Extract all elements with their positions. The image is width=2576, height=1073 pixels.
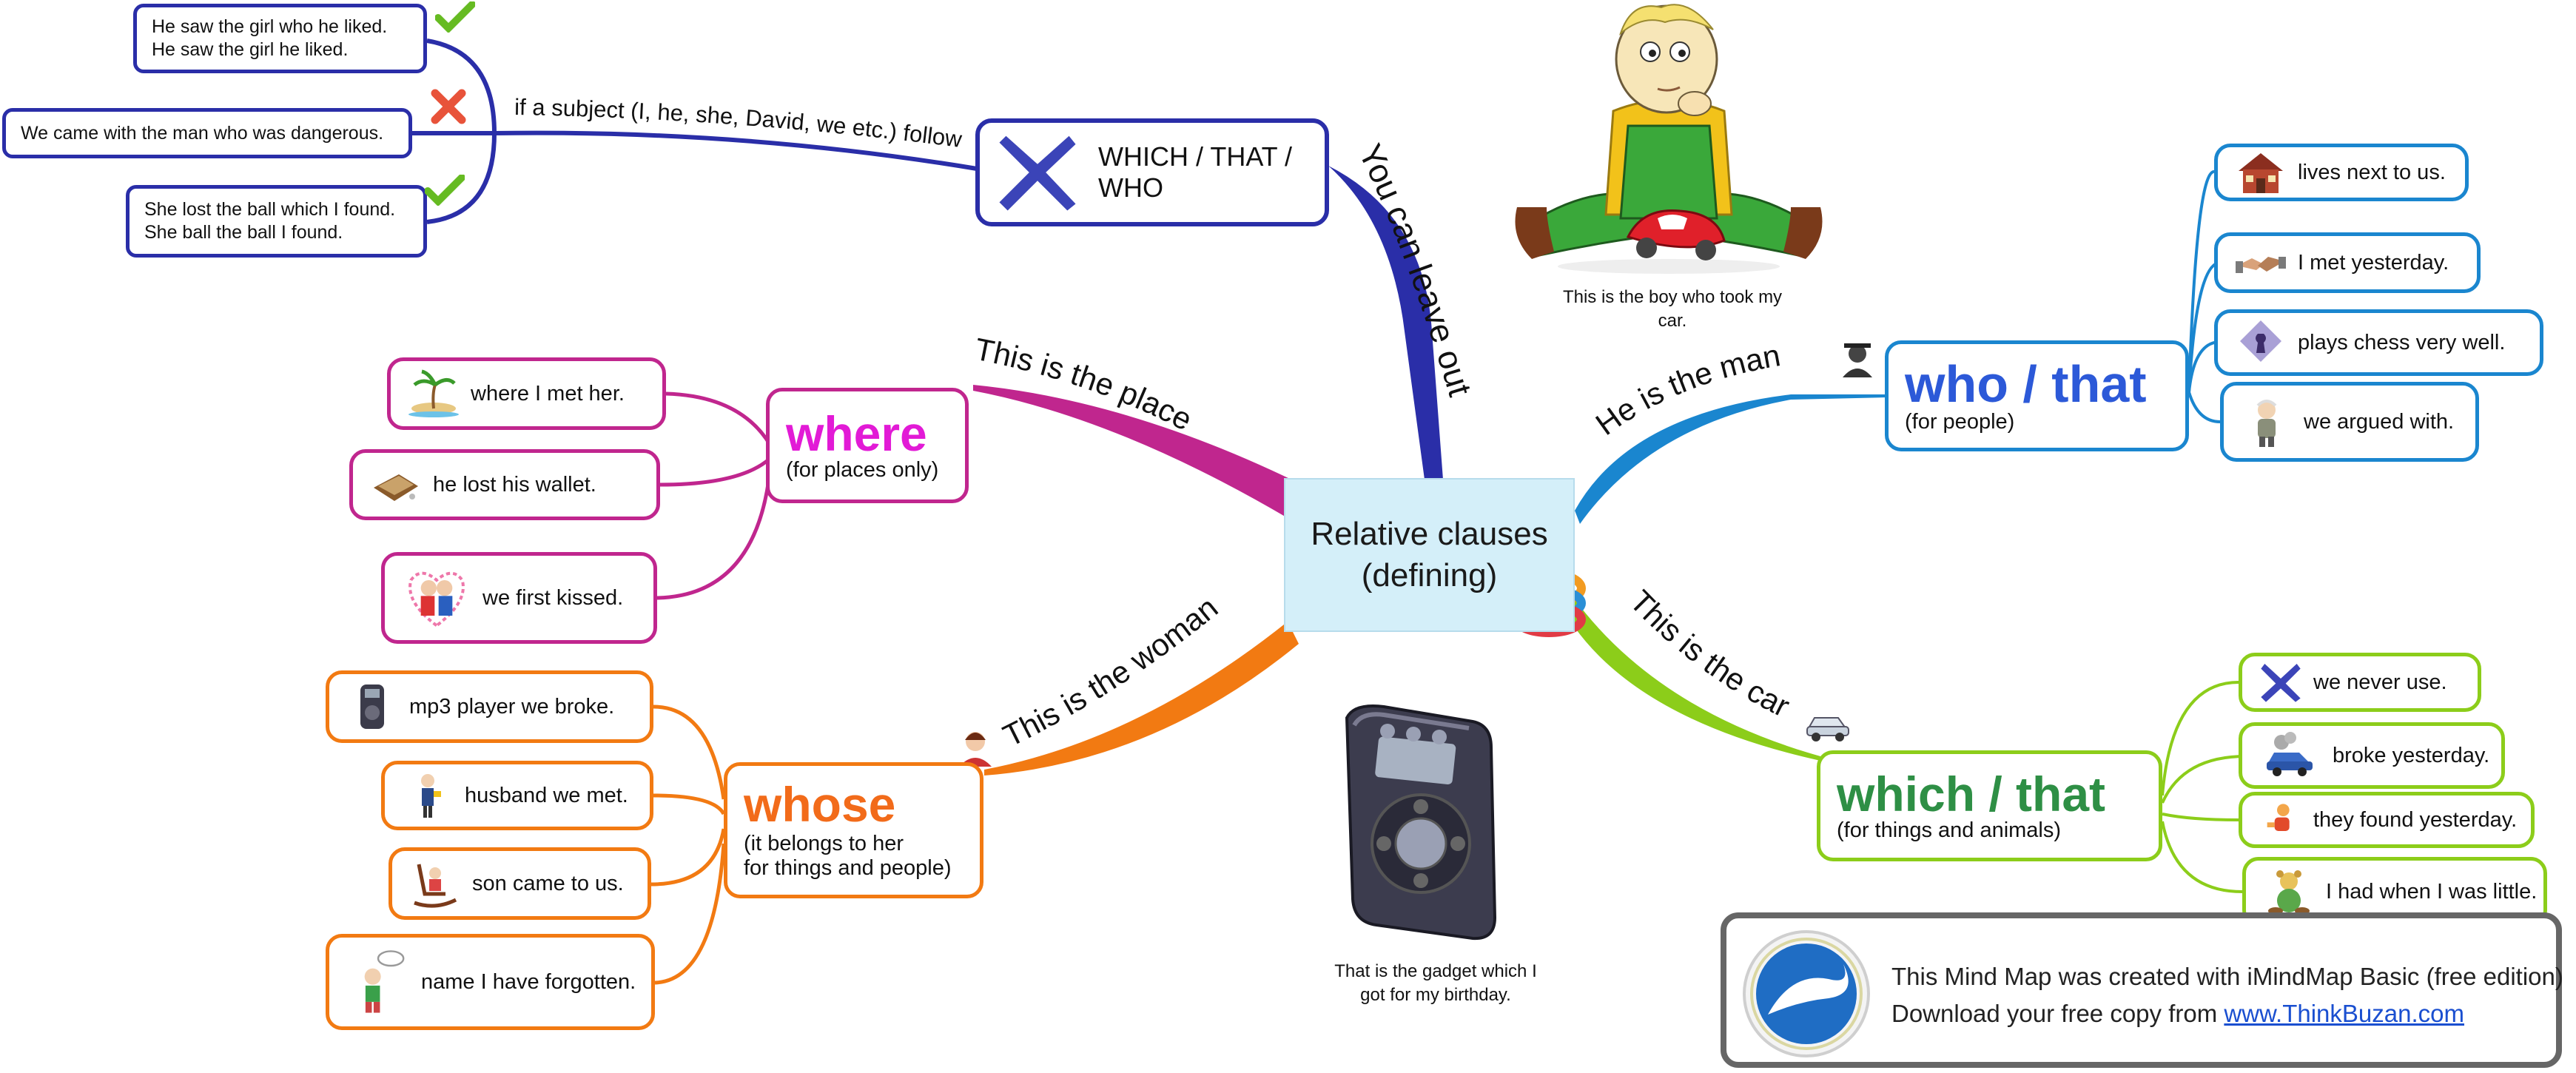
- whose-item-4[interactable]: name I have forgotten.: [326, 934, 655, 1030]
- who-item-4[interactable]: we argued with.: [2220, 382, 2479, 462]
- hub-where-title: where: [786, 406, 927, 461]
- which-item-4-text: I had when I was little.: [2326, 879, 2538, 904]
- hub-who-that[interactable]: who / that (for people): [1885, 340, 2189, 451]
- toy-icon: [2267, 804, 2290, 831]
- example-text-2: We came with the man who was dangerous.: [21, 122, 384, 144]
- example-box-1[interactable]: He saw the girl who he liked. He saw the…: [133, 4, 427, 73]
- hub-which-that-who-title: WHICH / THAT / WHO: [1098, 141, 1293, 203]
- handshake-icon: [2236, 257, 2286, 273]
- hub-whose[interactable]: whose (it belongs to her for things and …: [724, 762, 983, 898]
- whose-item-2-text: husband we met.: [465, 783, 628, 807]
- branch-omission-sub: [494, 130, 978, 171]
- cross-icon: [999, 135, 1076, 211]
- whose-item-1[interactable]: mp3 player we broke.: [326, 670, 653, 743]
- whose-item-1-text: mp3 player we broke.: [409, 694, 615, 719]
- boy-caption: This is the boy who took my car.: [1562, 287, 1783, 331]
- kissing-couple-icon: [408, 571, 465, 628]
- rocking-chair-icon: [414, 864, 457, 908]
- connector-omission-ex1: [426, 38, 497, 134]
- woman-icon: [959, 732, 992, 767]
- branch-label-car: This is the car: [1624, 584, 1795, 724]
- who-item-1[interactable]: lives next to us.: [2214, 144, 2469, 201]
- hub-where-subtitle: (for places only): [786, 457, 939, 482]
- wallet-icon: [374, 474, 418, 501]
- broken-car-icon: [2267, 732, 2313, 776]
- whose-item-3-text: son came to us.: [472, 871, 624, 895]
- which-item-1-text: we never use.: [2313, 670, 2447, 694]
- imindmap-promo-box: This Mind Map was created with iMindMap …: [1721, 912, 2563, 1068]
- where-item-1[interactable]: where I met her.: [387, 357, 666, 430]
- example-text-1: He saw the girl who he liked. He saw the…: [152, 16, 388, 60]
- cross-icon: [2261, 664, 2301, 702]
- hub-who-that-title: who / that: [1905, 354, 2147, 413]
- who-item-3-text: plays chess very well.: [2298, 330, 2506, 354]
- whose-item-2[interactable]: husband we met.: [381, 761, 653, 830]
- branch-where: [973, 385, 1291, 518]
- branch-who-that: [1575, 394, 1887, 524]
- whose-item-3[interactable]: son came to us.: [389, 847, 651, 920]
- old-man-icon: [2256, 400, 2277, 447]
- where-connectors: [656, 391, 772, 600]
- who-item-1-text: lives next to us.: [2298, 160, 2446, 184]
- check-icon: [435, 1, 475, 33]
- who-that-connectors: [2187, 170, 2221, 423]
- branch-label-woman: This is the woman: [998, 590, 1224, 753]
- central-topic[interactable]: Relative clauses (defining): [1284, 478, 1575, 632]
- promo-line-2: Download your free copy from www.ThinkBu…: [1891, 1000, 2464, 1028]
- example-box-2[interactable]: We came with the man who was dangerous.: [2, 108, 412, 158]
- gadget-caption: That is the gadget which I got for my bi…: [1334, 961, 1537, 1005]
- who-item-2-text: I met yesterday.: [2298, 250, 2449, 275]
- where-item-1-text: where I met her.: [471, 381, 625, 406]
- mp3-player-icon: [360, 684, 384, 729]
- promo-line-2-prefix: Download your free copy from: [1891, 1000, 2224, 1027]
- whose-connectors: [650, 704, 726, 985]
- where-item-3-text: we first kissed.: [482, 585, 624, 610]
- who-item-3[interactable]: plays chess very well.: [2214, 309, 2543, 376]
- where-item-3[interactable]: we first kissed.: [381, 552, 657, 644]
- boy-with-toy-car-illustration: [1515, 4, 1823, 274]
- who-item-2[interactable]: I met yesterday.: [2214, 232, 2481, 293]
- mp3-gadget-illustration: [1345, 704, 1497, 941]
- thinkbuzan-link[interactable]: www.ThinkBuzan.com: [2224, 1000, 2464, 1027]
- hub-whose-title: whose: [744, 777, 896, 832]
- example-box-3[interactable]: She lost the ball which I found. She bal…: [126, 185, 427, 258]
- where-item-2[interactable]: he lost his wallet.: [349, 449, 660, 520]
- hub-which-that[interactable]: which / that (for things and animals): [1817, 750, 2162, 861]
- cross-icon: [431, 89, 466, 124]
- where-item-2-text: he lost his wallet.: [433, 472, 596, 497]
- example-text-3: She lost the ball which I found. She bal…: [144, 199, 396, 243]
- hub-who-that-subtitle: (for people): [1905, 409, 2015, 434]
- car-icon: [1806, 717, 1849, 741]
- check-icon: [425, 175, 465, 206]
- man-icon: [1843, 343, 1872, 377]
- branch-omission: [1328, 166, 1443, 480]
- island-icon: [408, 369, 459, 417]
- which-item-2[interactable]: broke yesterday.: [2239, 722, 2505, 789]
- which-item-3[interactable]: they found yesterday.: [2239, 792, 2535, 848]
- which-item-2-text: broke yesterday.: [2333, 743, 2490, 767]
- hub-which-that-subtitle: (for things and animals): [1837, 818, 2062, 842]
- imindmap-logo-icon: [1743, 930, 1870, 1057]
- connector-omission-ex3: [426, 132, 497, 224]
- which-that-connectors: [2161, 681, 2247, 893]
- hub-whose-subtitle: (it belongs to her for things and people…: [744, 832, 952, 880]
- husband-icon: [421, 774, 441, 818]
- teddy-icon: [2268, 870, 2310, 915]
- which-item-1[interactable]: we never use.: [2239, 653, 2481, 712]
- hub-which-that-who[interactable]: WHICH / THAT / WHO: [975, 118, 1329, 226]
- house-icon: [2239, 153, 2283, 193]
- hub-where[interactable]: where (for places only): [766, 388, 969, 503]
- chess-icon: [2240, 320, 2281, 362]
- branch-which-that: [1575, 599, 1820, 761]
- whose-item-4-text: name I have forgotten.: [421, 969, 636, 994]
- which-item-3-text: they found yesterday.: [2313, 807, 2518, 832]
- promo-line-1: This Mind Map was created with iMindMap …: [1891, 963, 2563, 990]
- hub-which-that-title: which / that: [1837, 766, 2105, 821]
- who-item-4-text: we argued with.: [2304, 409, 2455, 434]
- thinking-person-icon: [364, 950, 405, 1013]
